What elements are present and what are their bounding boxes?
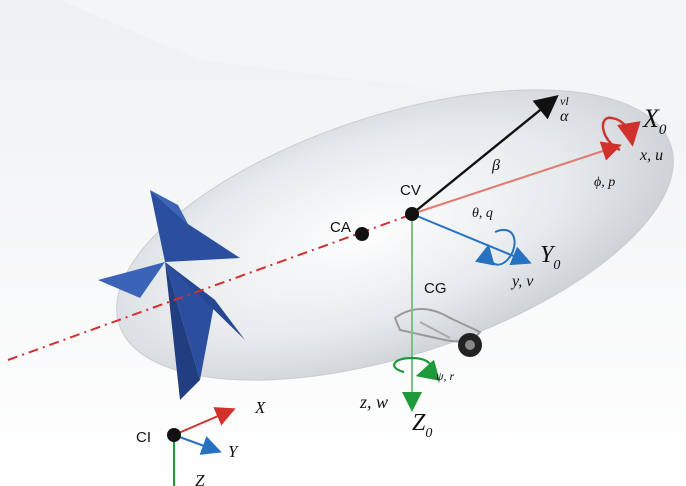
inertial-y-label: Y (228, 442, 239, 461)
airship-hull (116, 89, 674, 381)
inertial-frame (167, 407, 236, 486)
y0-label: Y0 (540, 242, 560, 273)
tail-fins (98, 190, 245, 400)
ca-label: CA (330, 219, 351, 236)
velocity-vector-arrow (411, 94, 559, 215)
psi-r-label: ψ, r (436, 369, 454, 383)
pitch-rotation-icon (475, 229, 516, 266)
gondola (393, 308, 482, 357)
alpha-label: α (560, 108, 569, 125)
theta-q-label: θ, q (472, 206, 493, 221)
inertial-x-label: X (254, 398, 266, 417)
roll-rotation-icon (601, 116, 641, 152)
x0-label: X0 (642, 104, 667, 138)
phi-p-label: ϕ, p (594, 175, 615, 190)
yaw-rotation-icon (393, 356, 440, 381)
vl-label: vl (560, 94, 569, 108)
x-u-label: x, u (639, 147, 663, 164)
z-w-label: z, w (359, 392, 388, 412)
y-v-label: y, v (510, 273, 534, 290)
cg-label: CG (424, 280, 447, 297)
inertial-z-label: Z (195, 471, 205, 486)
y0-axis-arrow (411, 213, 532, 266)
longitudinal-axis (7, 214, 411, 361)
ci-label: CI (136, 429, 151, 446)
x0-axis-arrow (411, 141, 622, 215)
ca-point (355, 227, 369, 241)
z0-label: Z0 (412, 410, 432, 441)
beta-label: β (491, 157, 500, 174)
cv-label: CV (400, 182, 421, 199)
ci-point (167, 428, 181, 442)
cv-point (405, 207, 419, 221)
